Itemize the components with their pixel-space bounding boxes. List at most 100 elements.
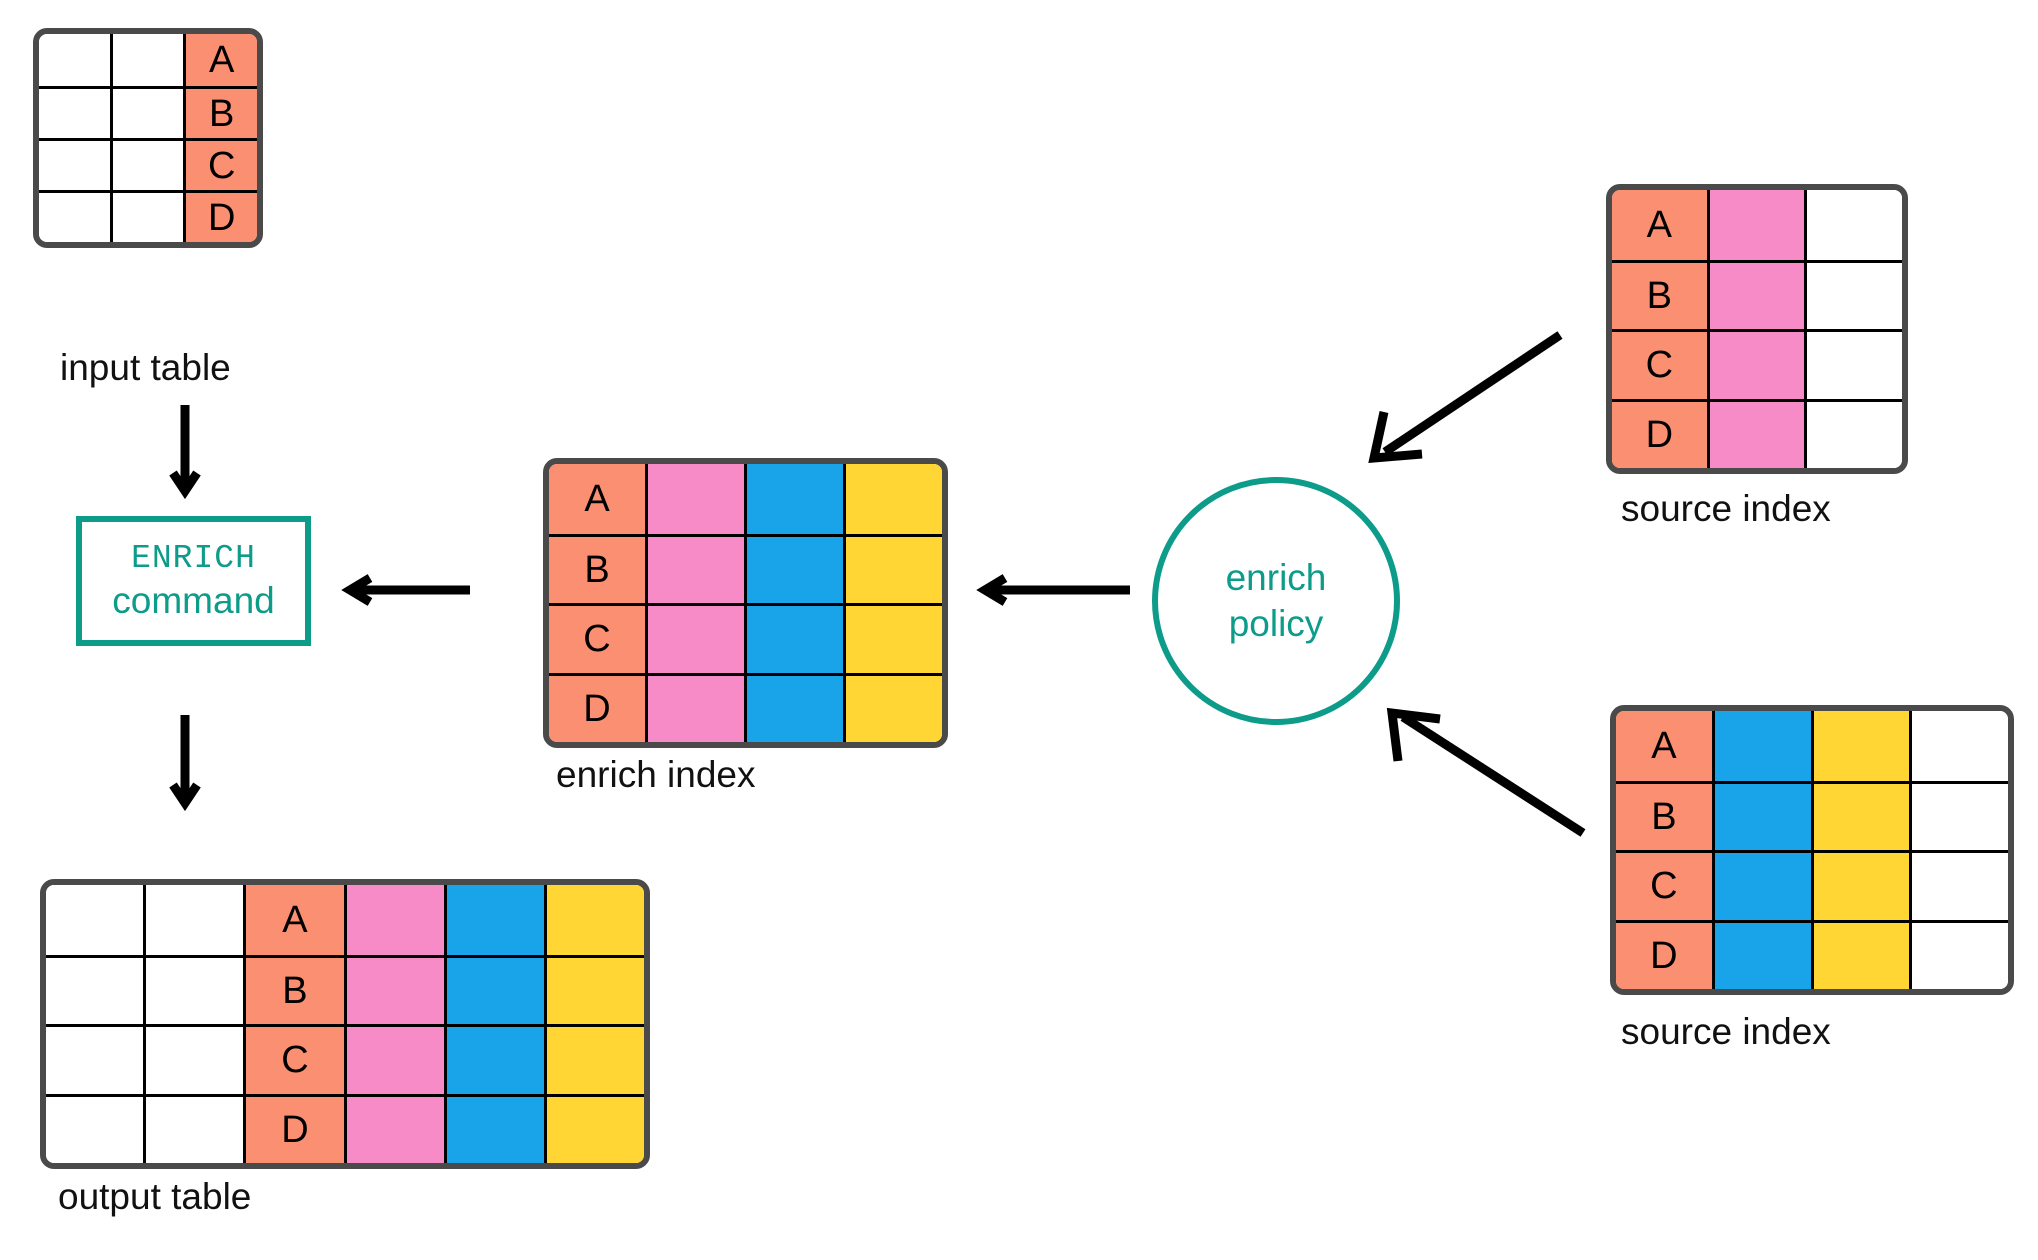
- table-cell: [109, 86, 184, 138]
- table-cell: [143, 954, 244, 1024]
- table-cell-key: B: [1616, 780, 1712, 850]
- table-cell: [46, 954, 144, 1024]
- table-row: D: [39, 190, 257, 242]
- table-cell: [645, 533, 744, 603]
- table-cell-key: A: [243, 885, 344, 955]
- table-cell: [39, 138, 110, 190]
- table-row: A: [1616, 711, 2008, 781]
- table-cell-key: D: [549, 672, 645, 742]
- table-cell: [143, 1024, 244, 1094]
- source-index-table-bottom: A B C D: [1610, 705, 2014, 995]
- table-cell: [1711, 850, 1811, 920]
- table-cell: [1706, 259, 1805, 329]
- arrow-input-to-command: [169, 405, 201, 500]
- table-cell: [1804, 190, 1902, 260]
- table-cell: [843, 603, 942, 673]
- table-cell-key: B: [1612, 259, 1707, 329]
- table-cell: [744, 603, 843, 673]
- table-cell-key: C: [1616, 850, 1712, 920]
- table-cell: [744, 464, 843, 534]
- table-cell: [843, 672, 942, 742]
- table-row: B: [1612, 259, 1902, 329]
- table-cell: [543, 885, 644, 955]
- table-row: C: [549, 603, 942, 673]
- table-cell: [843, 533, 942, 603]
- table-row: A: [1612, 190, 1902, 260]
- source-index-table-top: A B C D: [1606, 184, 1908, 474]
- table-cell: [645, 672, 744, 742]
- table-cell: [109, 190, 184, 242]
- output-table-caption: output table: [58, 1176, 252, 1217]
- table-cell: [1706, 398, 1805, 468]
- table-cell: [744, 672, 843, 742]
- table-cell-key: B: [549, 533, 645, 603]
- table-row: C: [46, 1024, 644, 1094]
- table-cell-key: A: [1616, 711, 1712, 781]
- table-cell: [645, 464, 744, 534]
- table-row: A: [39, 34, 257, 86]
- table-cell: [443, 1093, 544, 1163]
- table-cell: [39, 86, 110, 138]
- enrich-index-table: A B C D: [543, 458, 948, 748]
- table-cell-key: D: [183, 190, 257, 242]
- table-cell: [1804, 329, 1902, 399]
- table-cell: [1706, 329, 1805, 399]
- table-cell: [46, 1024, 144, 1094]
- source-index-top-caption: source index: [1621, 488, 1831, 529]
- table-row: D: [549, 672, 942, 742]
- table-cell: [343, 1024, 444, 1094]
- arrow-source-top-to-policy: [1368, 331, 1563, 463]
- table-cell-key: C: [549, 603, 645, 673]
- source-index-bottom-caption: source index: [1621, 1011, 1831, 1052]
- table-cell: [39, 34, 110, 86]
- table-cell: [1810, 780, 1910, 850]
- table-cell: [443, 1024, 544, 1094]
- table-cell: [1804, 398, 1902, 468]
- table-cell: [46, 885, 144, 955]
- enrich-index-caption: enrich index: [556, 754, 756, 795]
- table-cell: [543, 1024, 644, 1094]
- table-cell: [109, 34, 184, 86]
- table-cell: [645, 603, 744, 673]
- table-cell: [1909, 850, 2008, 920]
- table-cell: [1711, 711, 1811, 781]
- arrow-enrich-index-to-command: [341, 574, 470, 606]
- enrich-policy-line2: policy: [1228, 603, 1324, 644]
- table-cell: [143, 1093, 244, 1163]
- table-cell: [543, 954, 644, 1024]
- enrich-command-label: command: [112, 579, 275, 621]
- table-cell: [1706, 190, 1805, 260]
- table-cell-key: B: [183, 86, 257, 138]
- table-row: B: [39, 86, 257, 138]
- output-table: A B C D: [40, 879, 650, 1169]
- table-cell: [1909, 780, 2008, 850]
- table-cell: [443, 885, 544, 955]
- enrich-command-box[interactable]: ENRICH command: [76, 516, 311, 646]
- table-cell: [1909, 711, 2008, 781]
- table-cell-key: B: [243, 954, 344, 1024]
- enrich-policy-line1: enrich: [1225, 556, 1327, 598]
- table-cell: [443, 954, 544, 1024]
- table-cell: [1810, 711, 1910, 781]
- table-row: C: [1612, 329, 1902, 399]
- table-cell: [1909, 919, 2008, 989]
- table-cell-key: A: [549, 464, 645, 534]
- table-row: A: [549, 464, 942, 534]
- table-cell-key: C: [1612, 329, 1707, 399]
- table-row: B: [46, 954, 644, 1024]
- enrich-command-keyword: ENRICH: [131, 539, 256, 577]
- table-row: D: [1612, 398, 1902, 468]
- arrow-command-to-output: [169, 715, 201, 812]
- enrich-policy-node[interactable]: enrich policy: [1152, 477, 1400, 725]
- arrow-policy-to-enrich-index: [976, 574, 1130, 606]
- table-cell: [343, 954, 444, 1024]
- table-row: A: [46, 885, 644, 955]
- table-row: B: [1616, 780, 2008, 850]
- table-cell: [109, 138, 184, 190]
- table-cell: [343, 1093, 444, 1163]
- table-cell: [1711, 919, 1811, 989]
- table-cell: [1810, 919, 1910, 989]
- table-cell-key: C: [183, 138, 257, 190]
- table-row: D: [1616, 919, 2008, 989]
